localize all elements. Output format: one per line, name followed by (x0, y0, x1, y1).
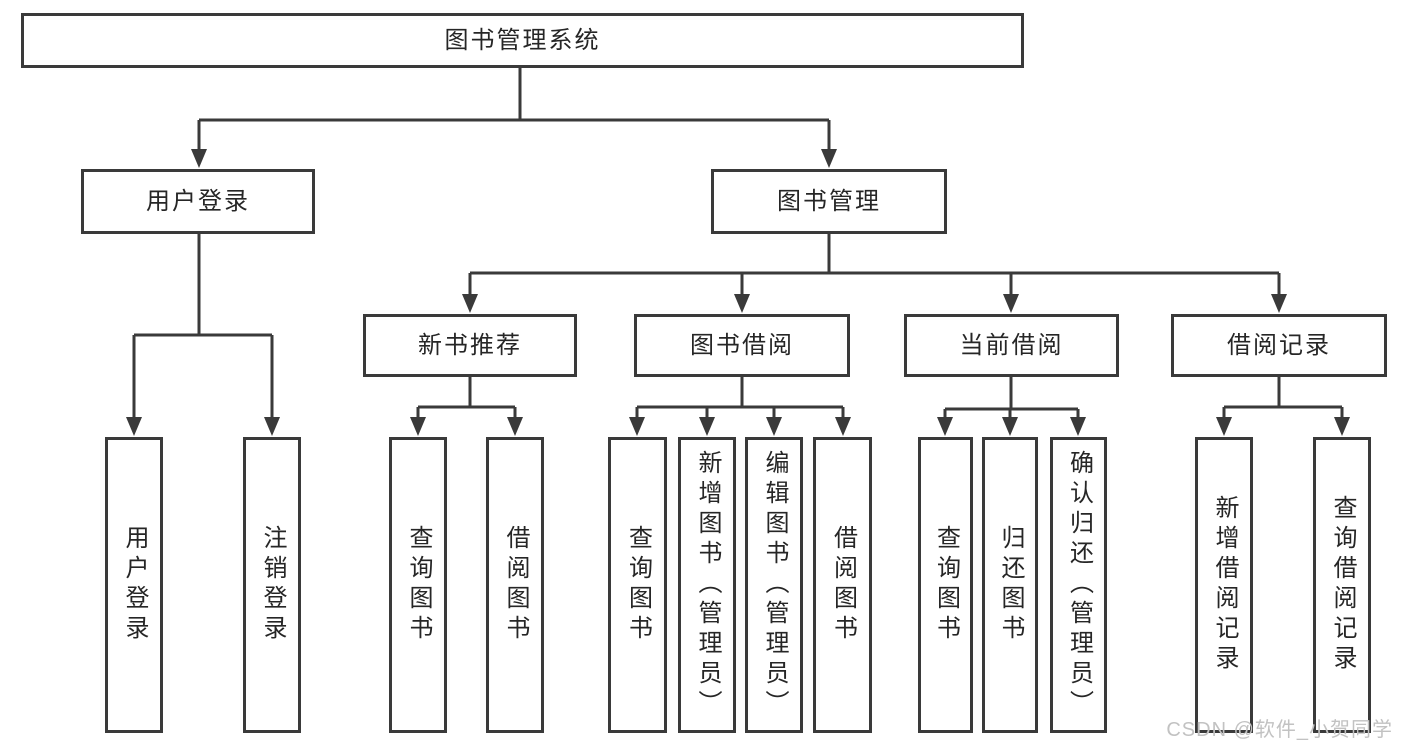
node-borrow-books-borrowing: 借阅图书 (813, 437, 872, 733)
csdn-watermark: CSDN @软件_小贺同学 (1166, 719, 1393, 741)
node-borrowing-records: 借阅记录 (1171, 314, 1387, 377)
node-logout-leaf: 注销登录 (243, 437, 301, 733)
node-query-books-current: 查询图书 (918, 437, 973, 733)
node-book-borrowing: 图书借阅 (634, 314, 850, 377)
node-user-login-leaf: 用户登录 (105, 437, 163, 733)
node-edit-book-admin: 编辑图书（管理员） (745, 437, 803, 733)
node-borrow-books-recommend: 借阅图书 (486, 437, 544, 733)
node-user-login-branch: 用户登录 (81, 169, 315, 234)
node-confirm-return-admin: 确认归还（管理员） (1050, 437, 1107, 733)
node-query-books-recommend: 查询图书 (389, 437, 447, 733)
node-new-book-recommendation: 新书推荐 (363, 314, 577, 377)
node-query-books-borrowing: 查询图书 (608, 437, 667, 733)
node-add-book-admin: 新增图书（管理员） (678, 437, 736, 733)
node-query-borrow-record: 查询借阅记录 (1313, 437, 1371, 733)
node-current-borrowing: 当前借阅 (904, 314, 1119, 377)
node-return-book: 归还图书 (982, 437, 1038, 733)
node-book-management-branch: 图书管理 (711, 169, 947, 234)
node-library-management-system: 图书管理系统 (21, 13, 1024, 68)
node-add-borrow-record: 新增借阅记录 (1195, 437, 1253, 733)
